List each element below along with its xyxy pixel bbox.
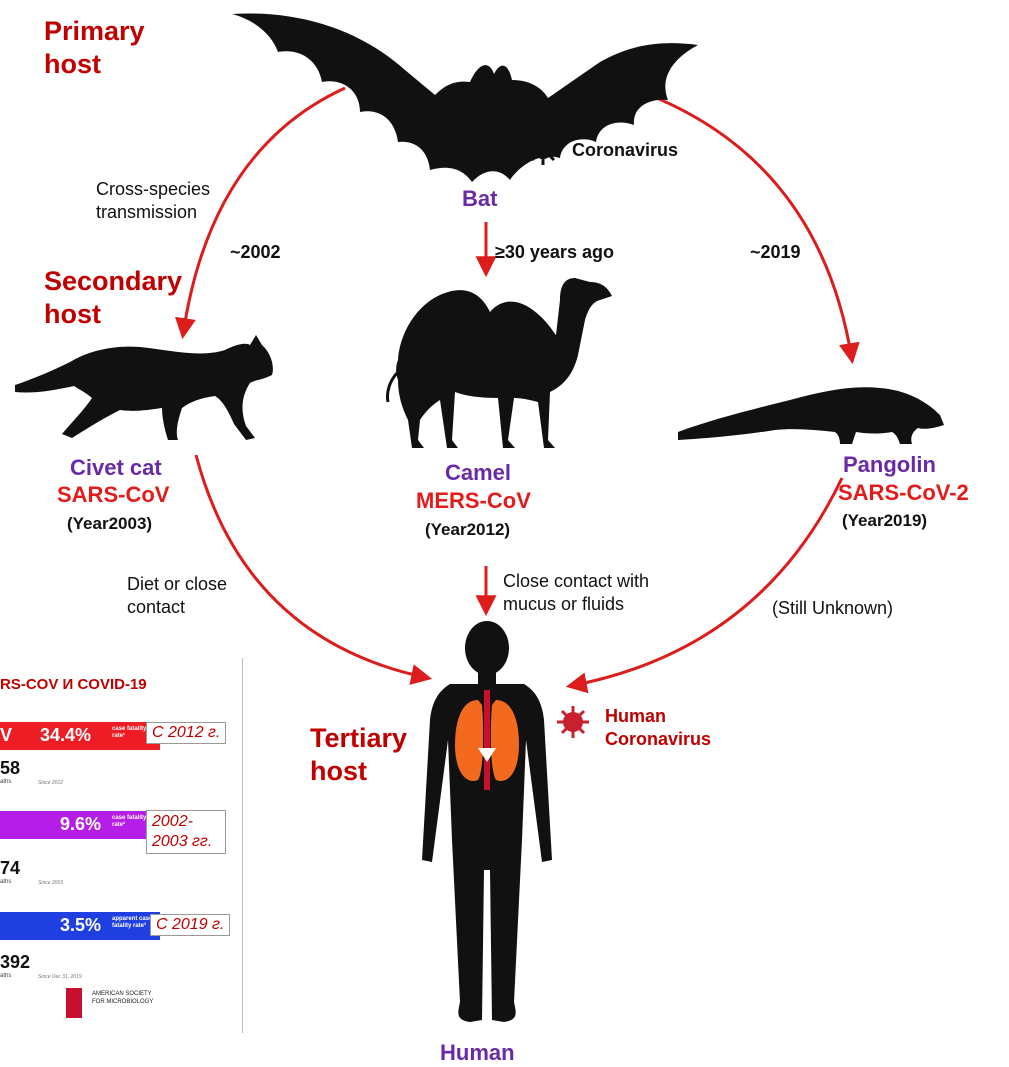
camel-silhouette [387,278,612,448]
mers-fatality-pct: 34.4% [40,725,91,746]
mers-deaths-label: aths [0,779,11,785]
mers-fatality-bar: V 34.4% case fatality rate¹ [0,722,160,750]
civet-label: Civet cat [70,455,162,481]
human-silhouette [422,621,552,1022]
pangolin-virus-label: SARS-CoV-2 [838,480,969,506]
tertiary-host-label: Tertiary host [310,722,440,788]
civet-virus-label: SARS-CoV [57,482,169,508]
sars-fatality-bar: 9.6% case fatality rate² [0,811,160,839]
covid-fatality-pct: 3.5% [60,915,101,936]
human-coronavirus-icon [557,706,589,738]
sars-deaths-count: 74 [0,858,20,879]
human-virus-label: Human Coronavirus [605,705,755,751]
camel-label: Camel [445,460,511,486]
covid-deaths-count: 392 [0,952,30,973]
primary-host-label: Primary host [44,15,184,81]
human-label: Human [440,1040,515,1066]
mers-since-small: Since 2012 [38,780,63,786]
covid-since-small: Since Dec 31, 2019 [38,974,82,980]
asm-logo-text: AMERICAN SOCIETY FOR MICROBIOLOGY [92,990,162,1006]
mers-deaths-count: 58 [0,758,20,779]
sars-since-label: 2002-2003 гг. [146,810,226,854]
covid-since-label: С 2019 г. [150,914,230,936]
sars-since-small: Since 2003 [38,880,63,886]
diet-label: Diet or close contact [127,573,267,619]
unknown-label: (Still Unknown) [772,597,893,620]
arrow-civet-to-human [196,455,428,678]
sars-fatality-pct: 9.6% [60,814,101,835]
right-year-label: ~2019 [750,242,801,263]
civet-cat-silhouette [15,335,273,440]
covid-deaths-label: aths [0,973,11,979]
camel-virus-label: MERS-CoV [416,488,531,514]
pangolin-silhouette [678,387,944,444]
cross-species-label: Cross-species transmission [96,178,246,224]
bat-label: Bat [462,186,497,212]
civet-year-label: (Year2003) [67,514,152,534]
panel-title: RS-COV И COVID-19 [0,676,147,693]
covid-fatality-bar: 3.5% apparent case fatality rate³ [0,912,160,940]
asm-logo-icon [66,988,82,1018]
pangolin-label: Pangolin [843,452,936,478]
pangolin-year-label: (Year2019) [842,511,927,531]
stats-panel: RS-COV И COVID-19 V 34.4% case fatality … [0,658,243,1033]
middle-year-label: ≥30 years ago [495,242,614,263]
secondary-host-label: Secondary host [44,265,214,331]
bat-virus-label: Coronavirus [572,140,678,161]
mers-bar-text: V [0,725,12,746]
arrow-bat-to-pangolin [642,92,852,360]
camel-year-label: (Year2012) [425,520,510,540]
mers-since-label: С 2012 г. [146,722,226,744]
close-contact-label: Close contact with mucus or fluids [503,570,703,616]
left-year-label: ~2002 [230,242,281,263]
sars-deaths-label: aths [0,879,11,885]
